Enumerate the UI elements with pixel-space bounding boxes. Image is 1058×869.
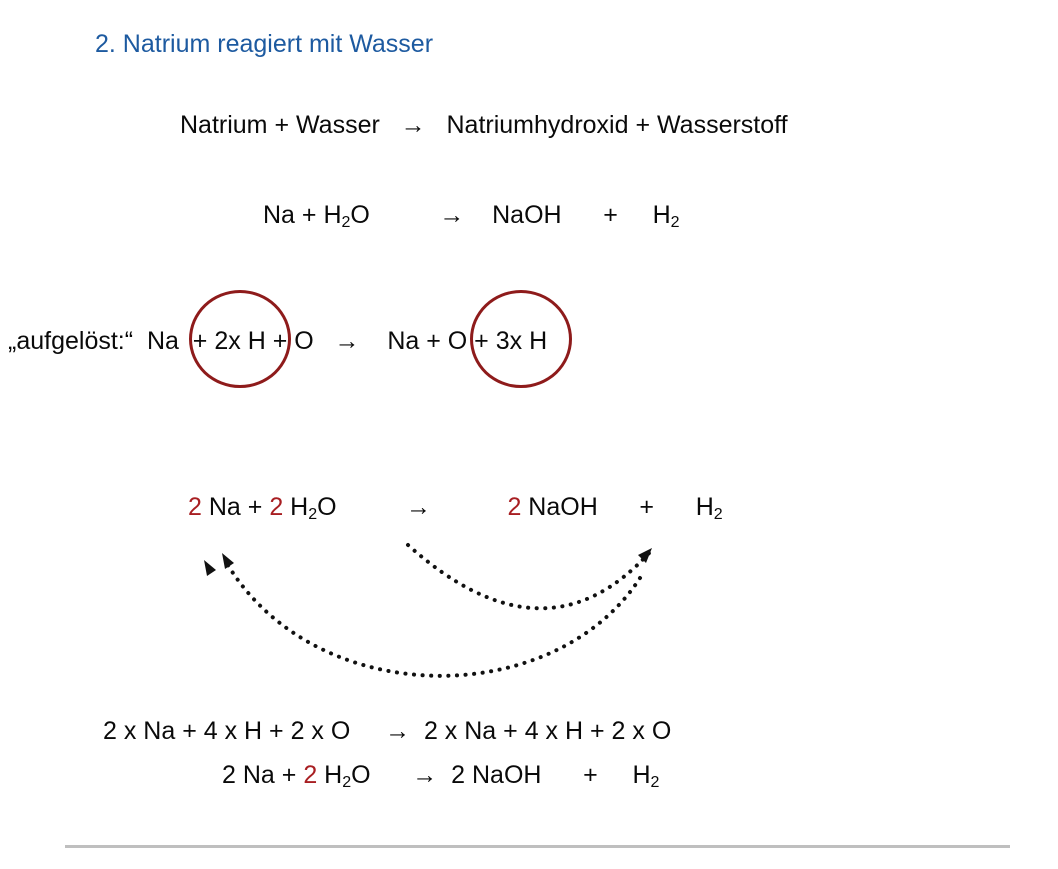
atom-count-equation: 2 x Na + 4 x H + 2 x O → 2 x Na + 4 x H … — [103, 716, 671, 747]
equation-text: 2 Na + — [222, 761, 304, 789]
reaction-arrow: → — [400, 111, 426, 139]
red-coefficient: 2 — [269, 493, 284, 521]
dotted-arrow-h2o-to-naoh — [406, 543, 652, 611]
red-coefficient: 2 — [507, 493, 522, 521]
circled-term: 2x H — [214, 327, 266, 355]
final-balanced-equation: 2 Na + 2 H2O → 2 NaOH + H2 — [222, 760, 659, 793]
equation-text: NaOH + H — [521, 493, 714, 521]
reaction-arrow: → — [334, 327, 360, 355]
reaction-arrow: → — [439, 201, 465, 229]
arrowhead-na-left — [204, 560, 216, 576]
equation-text: 2 NaOH + H — [437, 761, 651, 789]
equation-text: „aufgelöst:“ Na + — [8, 327, 215, 355]
balanced-equation: 2 Na + 2 H2O → 2 NaOH + H2 — [188, 492, 723, 525]
equation-text: O — [351, 761, 413, 789]
bottom-divider — [65, 845, 1010, 848]
dotted-arrow-naoh-to-na — [224, 560, 642, 678]
subscript: 2 — [650, 774, 660, 791]
subscript: 2 — [713, 506, 723, 523]
reaction-arrow: → — [385, 717, 411, 745]
subscript: 2 — [308, 506, 318, 523]
equation-text: 2 x Na + 4 x H + 2 x O — [103, 717, 386, 745]
page-title: 2. Natrium reagiert mit Wasser — [95, 30, 434, 58]
equation-text: + O — [265, 327, 335, 355]
dissolved-atoms-equation: „aufgelöst:“ Na + 2x H + O → Na + O + 3x… — [8, 326, 547, 357]
reaction-arrow: → — [412, 761, 438, 789]
subscript: 2 — [341, 214, 351, 231]
equation-text: Na + O + — [359, 327, 496, 355]
arrowhead-na-right — [222, 553, 234, 569]
reaction-arrow: → — [406, 493, 432, 521]
formula-equation: Na + H2O → NaOH + H2 — [263, 200, 680, 233]
equation-text: Natriumhydroxid + Wasserstoff — [425, 111, 788, 139]
equation-text: Na + H — [263, 201, 342, 229]
subscript: 2 — [670, 214, 680, 231]
equation-text: Natrium + Wasser — [180, 111, 401, 139]
subscript: 2 — [342, 774, 352, 791]
equation-text: Na + — [201, 493, 270, 521]
arrowhead-naoh — [638, 548, 652, 563]
equation-text: H — [317, 761, 343, 789]
equation-text: 2 x Na + 4 x H + 2 x O — [410, 717, 672, 745]
equation-text — [431, 493, 507, 521]
equation-text: NaOH + H — [464, 201, 671, 229]
equation-text: H — [283, 493, 309, 521]
word-equation: Natrium + Wasser → Natriumhydroxid + Was… — [180, 110, 788, 141]
red-coefficient: 2 — [188, 493, 202, 521]
equation-text: O — [350, 201, 440, 229]
red-coefficient: 2 — [303, 761, 318, 789]
circled-term: 3x H — [495, 327, 548, 355]
equation-text: O — [317, 493, 407, 521]
